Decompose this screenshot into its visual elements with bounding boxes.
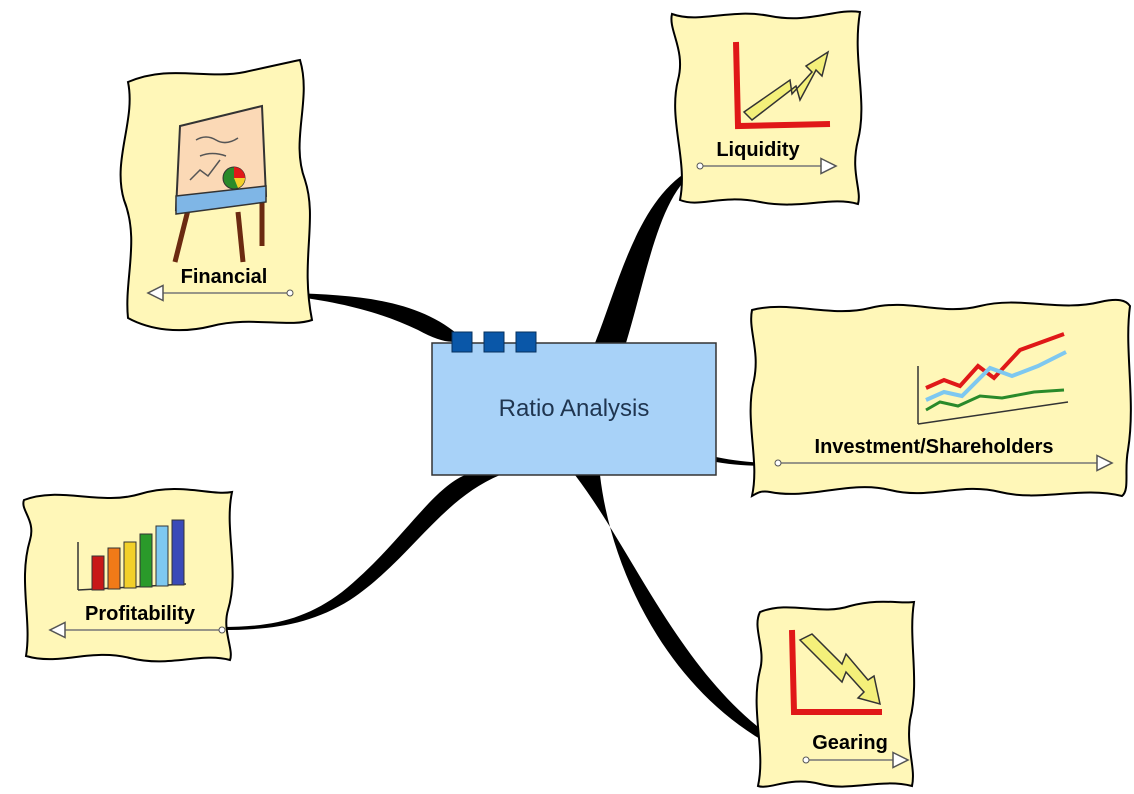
connector-handle-gearing[interactable] bbox=[802, 756, 810, 764]
topic-financial[interactable]: Financial bbox=[119, 58, 314, 332]
connector-handle-financial[interactable] bbox=[286, 289, 294, 297]
flip-chart-presentation-icon bbox=[172, 104, 268, 263]
topic-handle-2[interactable] bbox=[483, 331, 505, 353]
connector-handle-liquidity[interactable] bbox=[696, 162, 704, 170]
multi-line-chart-icon bbox=[917, 332, 1069, 425]
central-topic[interactable]: Ratio Analysis bbox=[431, 331, 717, 476]
central-topic-box bbox=[431, 342, 717, 476]
rising-arrow-chart-icon bbox=[733, 41, 831, 130]
connector-profitability bbox=[222, 475, 500, 630]
topic-gearing[interactable]: Gearing bbox=[755, 600, 916, 788]
central-topic-label: Ratio Analysis bbox=[499, 395, 650, 422]
connector-handle-profitability[interactable] bbox=[218, 626, 226, 634]
topic-liquidity[interactable]: Liquidity bbox=[670, 10, 863, 206]
topic-investment[interactable]: Investment/Shareholders bbox=[749, 298, 1132, 498]
topic-label-profitability: Profitability bbox=[85, 603, 196, 625]
connector-liquidity bbox=[595, 165, 700, 343]
connector-financial bbox=[290, 293, 462, 342]
connector-gearing bbox=[575, 475, 806, 761]
bar-chart-icon bbox=[77, 519, 187, 591]
topic-label-gearing: Gearing bbox=[812, 732, 888, 754]
topic-label-financial: Financial bbox=[181, 266, 268, 288]
topic-label-liquidity: Liquidity bbox=[716, 139, 800, 161]
topic-handle-3[interactable] bbox=[515, 331, 537, 353]
topic-card-gearing bbox=[755, 600, 916, 788]
falling-arrow-chart-icon bbox=[789, 629, 882, 715]
topic-label-investment: Investment/Shareholders bbox=[815, 436, 1054, 458]
topic-handle-1[interactable] bbox=[451, 331, 473, 353]
topic-card-investment bbox=[749, 298, 1132, 498]
connector-handle-investment[interactable] bbox=[774, 459, 782, 467]
topic-profitability[interactable]: Profitability bbox=[22, 488, 234, 663]
